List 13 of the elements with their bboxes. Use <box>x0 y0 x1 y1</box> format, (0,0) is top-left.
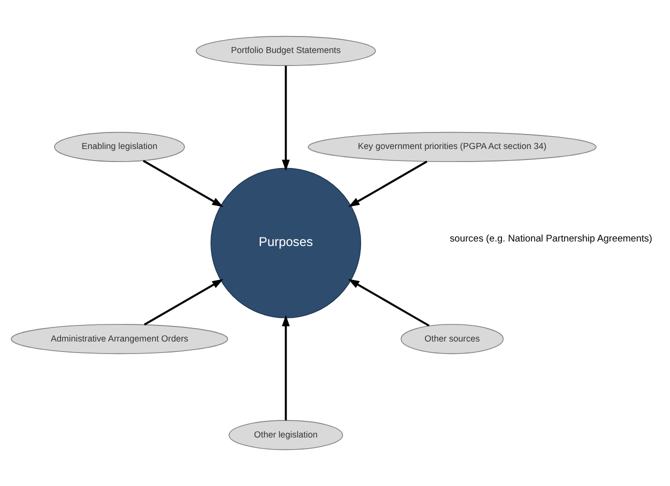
node-ellipse: Enabling legislation <box>54 132 185 162</box>
arrow <box>348 278 430 327</box>
node-ellipse: Administrative Arrangement Orders <box>10 324 228 354</box>
label: sources (e.g. National Partnership Agreements) <box>450 233 652 244</box>
arrow <box>144 279 224 326</box>
node-ellipse: Key government priorities (PGPA Act section 34) <box>308 132 596 162</box>
arrow <box>142 160 224 207</box>
node-ellipse: Portfolio Budget Statements <box>196 36 376 66</box>
arrow <box>282 314 290 420</box>
node-ellipse: Other sources <box>400 324 504 354</box>
node-ellipse: Other legislation <box>228 420 344 450</box>
arrow <box>348 160 428 207</box>
arrow <box>282 66 290 172</box>
